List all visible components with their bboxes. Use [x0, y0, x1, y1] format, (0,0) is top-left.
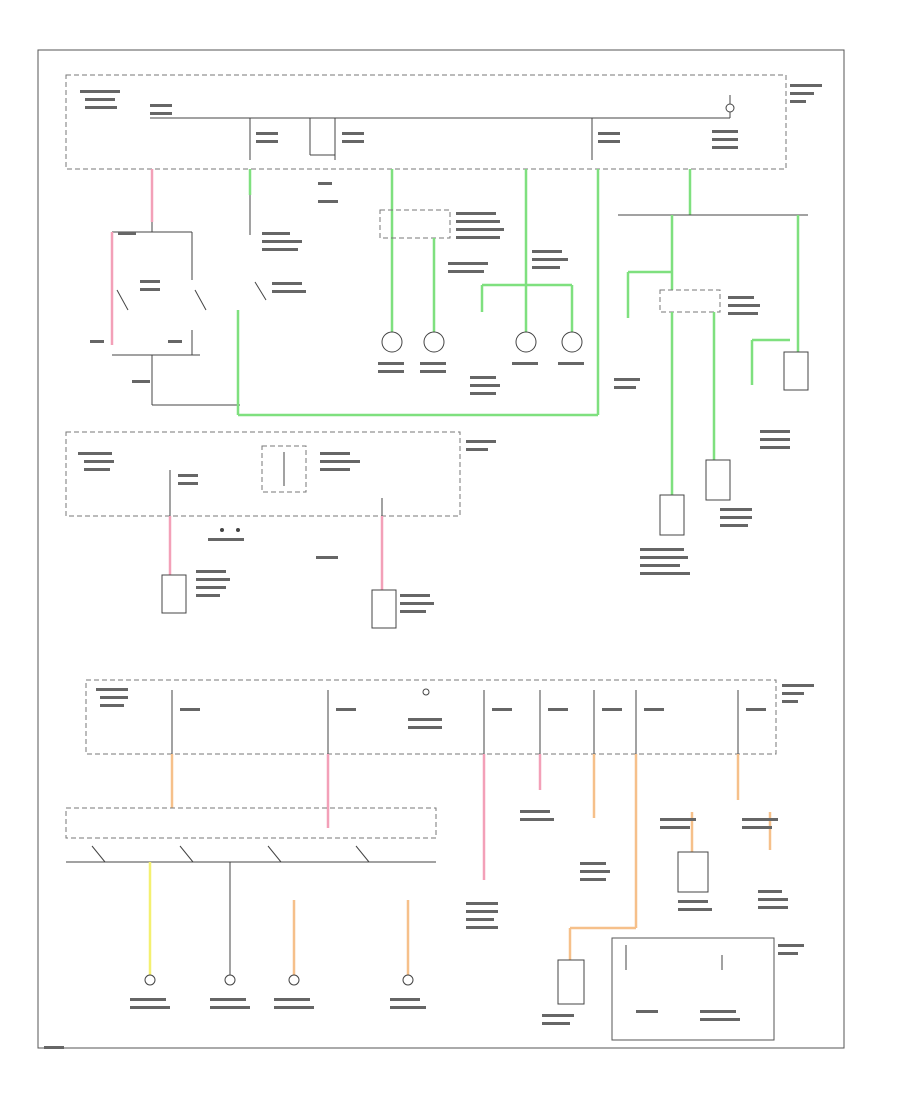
exterior-lamp-group [378, 169, 584, 395]
bottom-right-circuits [466, 754, 804, 1041]
top-fuse-block [65, 74, 822, 170]
lamp-left-front [381, 331, 403, 353]
lamp-left-rear [515, 331, 537, 353]
right-module-group [614, 169, 809, 575]
brake-switch-contact [254, 281, 267, 301]
bottom-fuse-block [85, 679, 814, 755]
middle-fuse-block [65, 431, 496, 629]
module-box-bottom [557, 959, 585, 1005]
lamp-right-front [423, 331, 445, 353]
module-box-mid [705, 459, 731, 501]
switch-bank-outline [65, 807, 437, 839]
indicator-lamp-2 [224, 974, 236, 986]
headlamp-switch-circuit [90, 169, 240, 406]
module-box-right [783, 351, 809, 391]
relay-symbol [261, 445, 307, 493]
control-unit-outline [611, 937, 775, 1041]
control-module-outline [659, 289, 721, 313]
relay-module-outline [379, 209, 451, 239]
lamp-right-rear [561, 331, 583, 353]
switch-contact-1 [116, 289, 129, 311]
relay-box-bottom [677, 851, 709, 893]
fusible-link-symbol [725, 103, 735, 113]
sensor-box-right [371, 589, 397, 629]
bottom-fuse-block-outline [85, 679, 777, 755]
indicator-lamp-4 [402, 974, 414, 986]
indicator-lamp-3 [288, 974, 300, 986]
switch-contact-2 [194, 289, 207, 311]
top-fuse-block-outline [65, 74, 787, 170]
trailer-brake-circuit [236, 169, 600, 417]
diagram-frame [37, 49, 845, 1049]
bottom-switch-bank [65, 754, 437, 1009]
figure-id-mark [44, 1046, 64, 1049]
sensor-box-left [161, 574, 187, 614]
module-box-left [659, 494, 685, 536]
indicator-lamp-1 [144, 974, 156, 986]
middle-fuse-block-outline [65, 431, 461, 517]
